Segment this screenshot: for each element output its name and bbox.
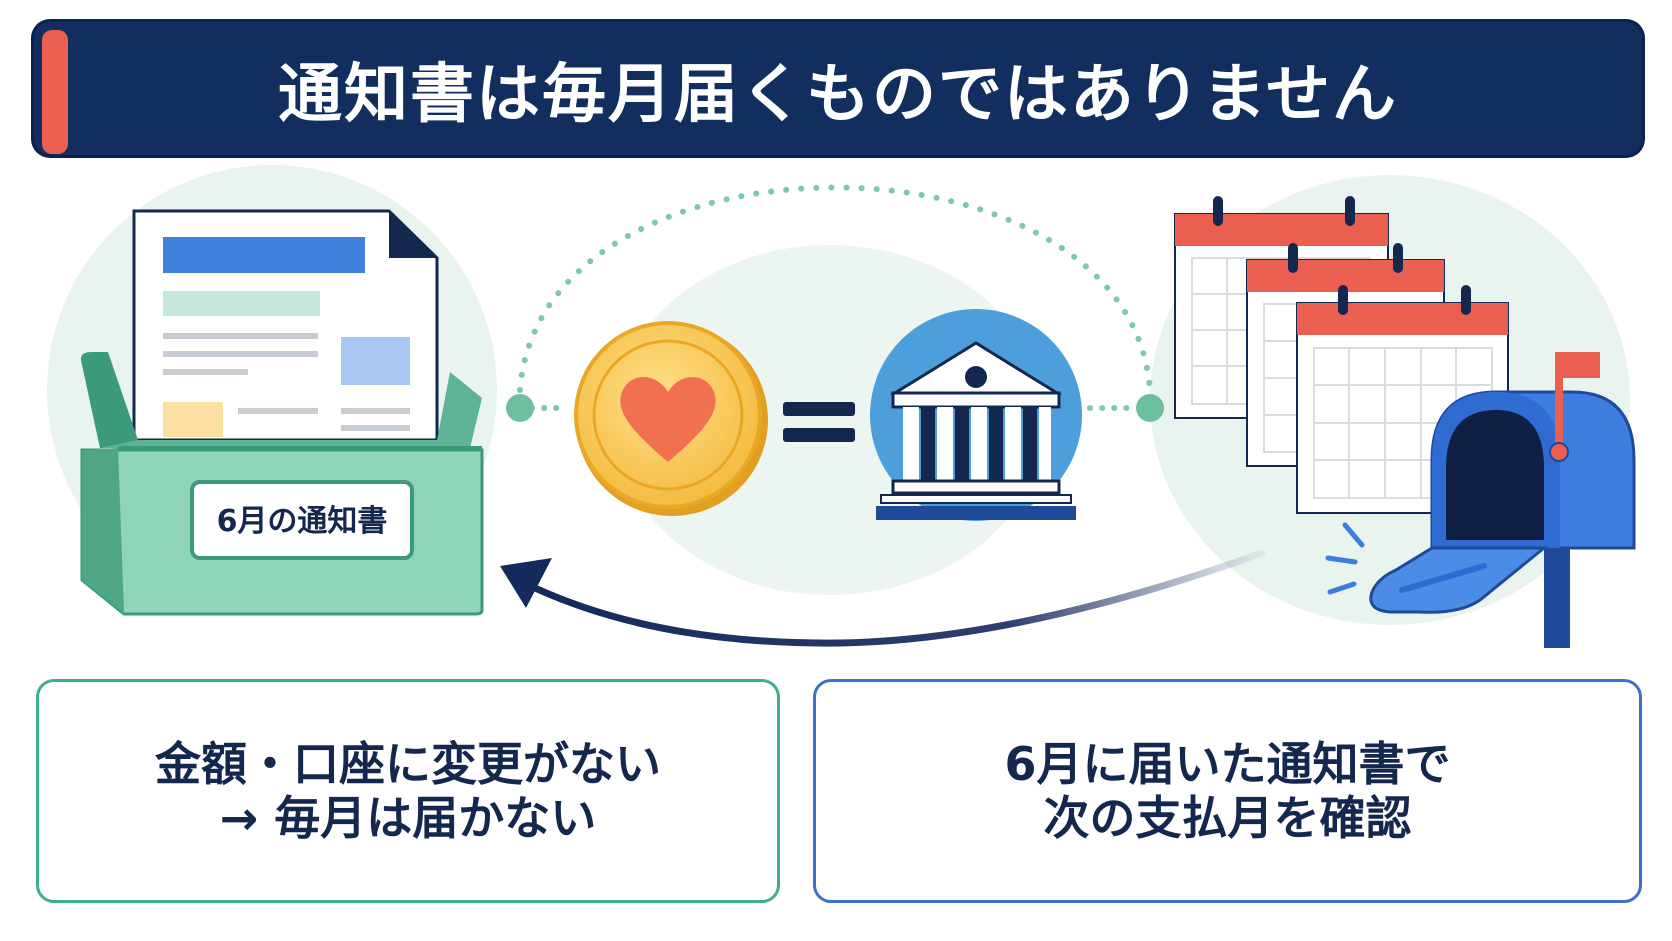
- tray-label: 6月の通知書: [190, 480, 414, 560]
- connector-dot-left: [506, 394, 534, 422]
- info-box-no-change-line1: 金額・口座に変更がない: [155, 737, 661, 791]
- connector-dot-right: [1136, 394, 1164, 422]
- info-box-no-change-line2: → 毎月は届かない: [219, 791, 597, 845]
- info-box-no-change-text: 金額・口座に変更がない → 毎月は届かない: [155, 737, 661, 845]
- page-title: 通知書は毎月届くものではありません: [277, 57, 1399, 132]
- info-box-check-month-text: 6月に届いた通知書で 次の支払月を確認: [1004, 737, 1450, 845]
- banner-accent-bar: [42, 30, 68, 154]
- info-box-no-change: 金額・口座に変更がない → 毎月は届かない: [36, 679, 780, 903]
- info-box-check-month-line1: 6月に届いた通知書で: [1004, 737, 1451, 791]
- tray-label-text: 6月の通知書: [217, 504, 388, 539]
- return-arrow-icon: [531, 549, 1266, 647]
- notice-document-icon: [132, 209, 439, 442]
- bank-icon: [870, 309, 1082, 521]
- dotted-arc-connector: [517, 184, 1153, 393]
- info-box-check-month-line2: 次の支払月を確認: [1043, 791, 1412, 845]
- title-banner: 通知書は毎月届くものではありません: [34, 22, 1642, 155]
- return-arrowhead-icon: [500, 558, 552, 608]
- heart-coin-icon: [574, 321, 768, 516]
- equals-icon: [783, 402, 855, 442]
- info-box-check-month: 6月に届いた通知書で 次の支払月を確認: [813, 679, 1642, 903]
- mailbox-icon: [1325, 352, 1636, 648]
